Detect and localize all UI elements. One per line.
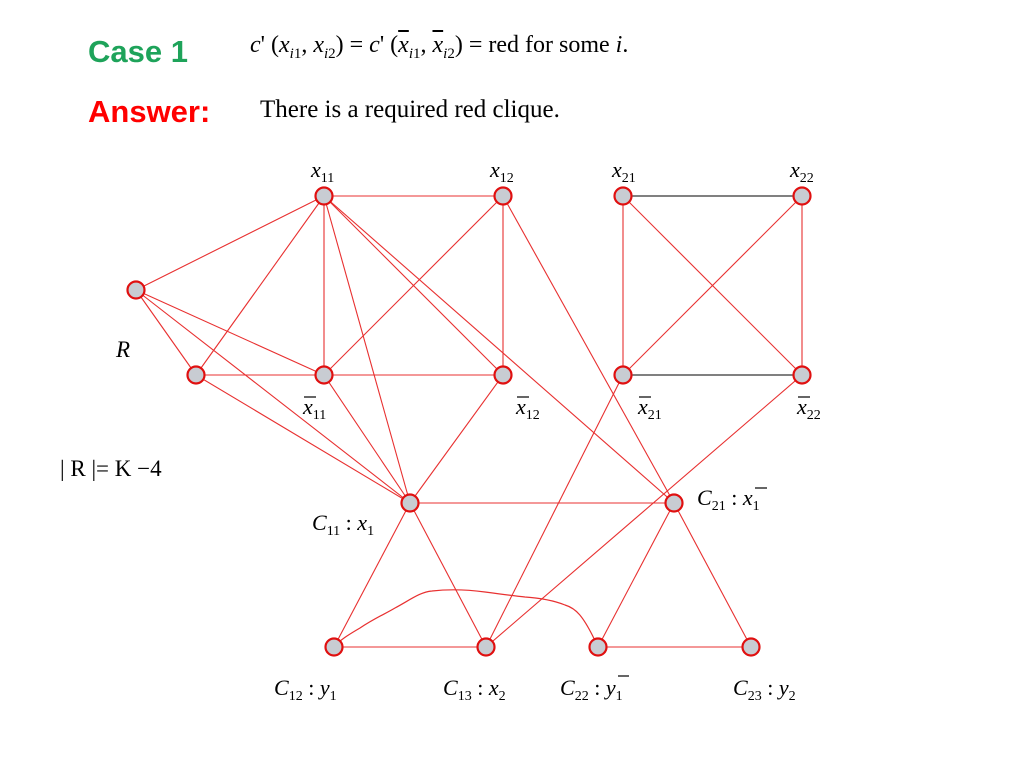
edge-C21-C23 — [673, 502, 752, 648]
edge-C11-C13 — [409, 502, 487, 648]
label-xbar22: x22 — [796, 394, 821, 423]
answer-text: There is a required red clique. — [260, 96, 560, 123]
node-C22 — [588, 637, 608, 657]
edge-x22-xb21 — [622, 195, 803, 376]
label-xbar12: x12 — [515, 394, 540, 423]
node-C11 — [400, 493, 420, 513]
node-xb11 — [314, 365, 334, 385]
edge-R-C11 — [135, 289, 411, 504]
edge-x11-C11 — [323, 195, 411, 504]
label-xbar11: x11 — [302, 394, 326, 423]
label-x12: x12 — [489, 157, 514, 186]
formula-red-text: = red for some — [468, 32, 610, 58]
edge-x12-C21 — [502, 195, 675, 504]
label-xbar21: x21 — [637, 394, 662, 423]
edge-layer — [135, 195, 803, 648]
label-C21: C21 : x1 — [697, 485, 760, 514]
node-R2 — [186, 365, 206, 385]
edge-xb22-C13 — [485, 374, 803, 648]
edge-R-xb11 — [135, 289, 325, 376]
case-label: Case 1 — [88, 34, 188, 69]
case-formula: c' (xi1, xi2) = c' (xi1, xi2) = red for … — [250, 32, 629, 62]
edge-R2-C11 — [195, 374, 411, 504]
node-C21 — [664, 493, 684, 513]
edge-C11-C12 — [333, 502, 411, 648]
node-x22 — [792, 186, 812, 206]
node-layer — [126, 186, 812, 657]
node-C13 — [476, 637, 496, 657]
edge-C21-C22 — [597, 502, 675, 648]
node-C23 — [741, 637, 761, 657]
node-xb21 — [613, 365, 633, 385]
label-C13: C13 : x2 — [443, 675, 506, 704]
label-x11: x11 — [310, 157, 334, 186]
edge-xb11-C11 — [323, 374, 411, 504]
node-xb12 — [493, 365, 513, 385]
edge-R-x11 — [135, 195, 325, 291]
edge-xb21-C13 — [485, 374, 624, 648]
formula-i: i — [615, 32, 623, 58]
label-C23: C23 : y2 — [733, 675, 796, 704]
answer-label: Answer: — [88, 94, 211, 129]
edge-R2-x11 — [195, 195, 325, 376]
label-C22: C22 : y1 — [560, 675, 623, 704]
label-size-constraint: | R |= K −4 — [60, 456, 162, 481]
node-x12 — [493, 186, 513, 206]
curved-edge — [333, 589, 599, 648]
node-C12 — [324, 637, 344, 657]
edge-x12-xb11 — [323, 195, 504, 376]
edge-xb12-C11 — [409, 374, 504, 504]
label-R: R — [115, 337, 130, 362]
node-xb22 — [792, 365, 812, 385]
node-x21 — [613, 186, 633, 206]
label-C11: C11 : x1 — [312, 510, 374, 539]
edge-R-R2 — [135, 289, 197, 376]
label-x22: x22 — [789, 157, 814, 186]
edge-x11-C21 — [323, 195, 675, 504]
node-R — [126, 280, 146, 300]
label-x21: x21 — [611, 157, 636, 186]
node-x11 — [314, 186, 334, 206]
label-C12: C12 : y1 — [274, 675, 337, 704]
